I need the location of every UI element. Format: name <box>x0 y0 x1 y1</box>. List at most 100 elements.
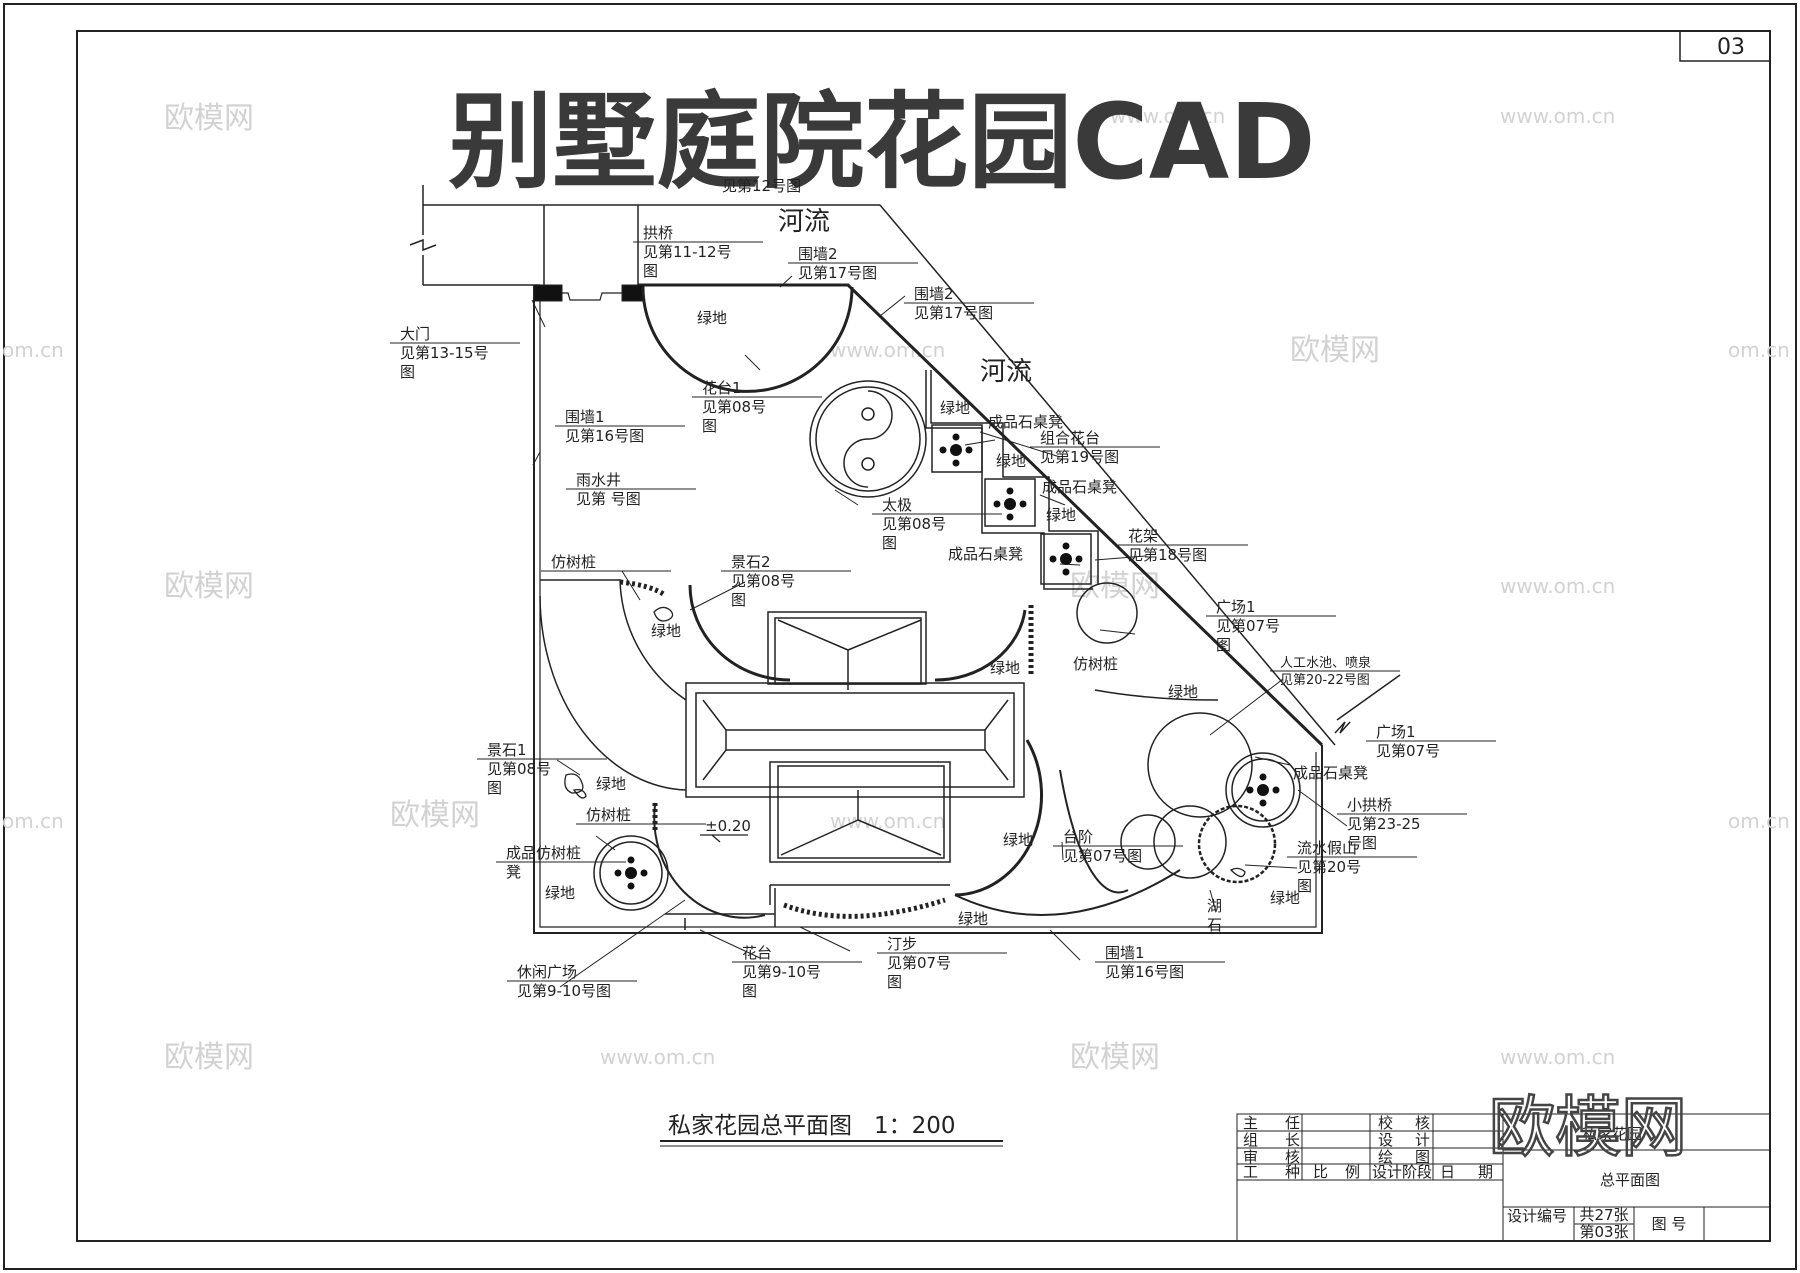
label-line: 见第17号图 <box>914 304 993 322</box>
greenery-label: 绿地 <box>958 910 988 928</box>
leader-lines <box>531 275 1348 988</box>
label-line: 成品石桌凳 <box>1293 764 1368 782</box>
stool-symbol <box>627 856 635 864</box>
label-river-side: 河流 <box>980 357 1032 387</box>
title-block-drawing-no: 图 号 <box>1652 1215 1687 1233</box>
stool-symbol <box>965 446 973 454</box>
label-line: 见第19号图 <box>1040 448 1119 466</box>
label-line: 见第11-12号 <box>643 243 732 261</box>
watermark-url: om.cn <box>1728 809 1790 833</box>
label-line: 汀步 <box>887 935 917 953</box>
greenery-label: 绿地 <box>697 309 727 327</box>
title-block-drawing-name: 总平面图 <box>1600 1171 1660 1189</box>
label-line: 石 <box>1207 916 1222 934</box>
watermark-url: www.om.cn <box>1500 574 1615 598</box>
label-line: 湖 <box>1207 897 1222 915</box>
label-line: 号图 <box>1347 834 1377 852</box>
title-block-cell: 核 <box>1415 1114 1430 1132</box>
label-line: 花台1 <box>702 379 742 397</box>
title-block-cell: 比 <box>1313 1163 1328 1181</box>
label-line: 见第23-25 <box>1347 815 1421 833</box>
leader-line <box>621 570 641 601</box>
title-block-cell: 设 <box>1378 1131 1393 1149</box>
label-line: 见第07号图 <box>1063 847 1142 865</box>
label-line: 见第9-10号图 <box>517 982 611 1000</box>
label-line: 凳 <box>506 863 521 881</box>
outer-frame <box>3 3 1797 1270</box>
leader-line <box>799 926 851 952</box>
leader-line <box>1039 494 1066 506</box>
stool-symbol <box>614 869 622 877</box>
label-lake-stone: 湖石 <box>1207 897 1222 934</box>
title-block-cell: 例 <box>1345 1163 1360 1181</box>
stool-symbol <box>1006 487 1014 495</box>
label-line: 见第9-10号 <box>742 963 821 981</box>
title-block <box>1236 1113 1771 1242</box>
watermark-brand: 欧模网 <box>1290 333 1380 368</box>
watermark-url: www.om.cn <box>830 809 945 833</box>
greenery-label: 绿地 <box>651 622 681 640</box>
label-river-top: 河流 <box>778 207 830 237</box>
label-stone-table-4: 成品石桌凳 <box>1293 764 1368 782</box>
watermark-url: om.cn <box>2 338 64 362</box>
watermark-url: om.cn <box>1728 338 1790 362</box>
stone-table-box-2 <box>984 478 1036 527</box>
greenery-label: 绿地 <box>940 399 970 417</box>
lawn-arcs <box>539 579 1219 919</box>
leader-line <box>595 835 616 851</box>
greenery-label: 绿地 <box>545 884 575 902</box>
leader-line <box>1254 756 1291 766</box>
label-line: 台阶 <box>1063 828 1093 846</box>
label-line: 河流 <box>980 357 1032 387</box>
label-line: 图 <box>702 417 717 435</box>
leader-line <box>1297 789 1348 827</box>
label-line: 围墙1 <box>1105 944 1145 962</box>
watermark-url: www.om.cn <box>600 1045 715 1069</box>
stone-table-box-1 <box>931 424 983 473</box>
table-symbols <box>614 433 1280 890</box>
label-line: 图 <box>1297 877 1312 895</box>
stool-symbol <box>1259 773 1267 781</box>
leader-line <box>699 929 761 959</box>
watermark-url: www.om.cn <box>1500 104 1615 128</box>
label-line: 景石2 <box>731 553 771 571</box>
title-block-cell: 计 <box>1415 1131 1430 1149</box>
label-line: 仿树桩 <box>586 806 631 824</box>
label-tree-stump-1: 仿树桩 <box>541 553 671 572</box>
label-tree-stump-2: 仿树桩 <box>1073 655 1118 673</box>
label-line: 花架 <box>1128 527 1158 545</box>
label-line: 图 <box>643 262 658 280</box>
site-boundary <box>533 283 1324 934</box>
leader-line <box>779 275 793 288</box>
label-line: 图 <box>731 591 746 609</box>
label-line: 见第16号图 <box>1105 963 1184 981</box>
greenery-label: 绿地 <box>1270 889 1300 907</box>
label-line: 见第08号 <box>731 572 795 590</box>
leader-line <box>531 299 546 328</box>
title-block-cell: 设计阶段 <box>1372 1163 1432 1181</box>
label-line: 流水假山 <box>1297 839 1357 857</box>
river-area <box>409 185 1401 746</box>
watermark-brand: 欧模网 <box>164 101 254 136</box>
label-line: 成品石桌凳 <box>948 545 1023 563</box>
house-roof <box>685 611 1025 863</box>
title-block-cell: 组 <box>1243 1131 1258 1149</box>
leader-line <box>1059 563 1081 566</box>
watermark-url: om.cn <box>2 809 64 833</box>
title-block-cell: 日 <box>1440 1163 1455 1181</box>
greenery-label: 绿地 <box>596 775 626 793</box>
leader-line <box>979 431 1061 458</box>
title-block-cell: 任 <box>1285 1114 1300 1132</box>
